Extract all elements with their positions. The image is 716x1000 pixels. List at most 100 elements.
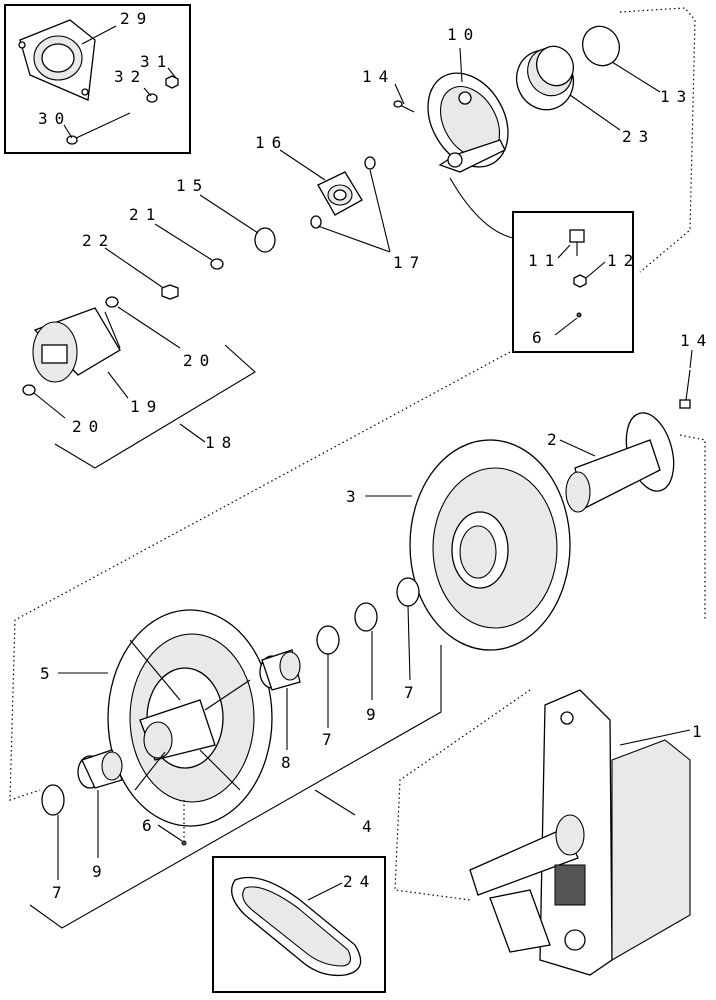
leader-4 xyxy=(314,789,356,816)
callout-32: 32 xyxy=(114,67,147,86)
part-31-nut xyxy=(165,75,179,89)
callout-2: 2 xyxy=(547,430,564,449)
callout-23: 23 xyxy=(622,127,655,146)
part-7-ring-c xyxy=(41,784,65,816)
part-5-pulley-half xyxy=(107,609,273,827)
leader-6a xyxy=(554,317,578,336)
leader-24 xyxy=(307,882,343,901)
callout-8: 8 xyxy=(281,753,298,772)
leader-22 xyxy=(104,247,163,288)
part-20-plug-lower xyxy=(22,384,36,396)
callout-7: 7 xyxy=(322,730,339,749)
part-16-bearing xyxy=(317,171,363,216)
part-6-pin-lower xyxy=(181,840,187,846)
callout-19: 19 xyxy=(130,397,163,416)
callout-14: 14 xyxy=(362,67,395,86)
callout-20: 20 xyxy=(72,417,105,436)
leader-2 xyxy=(559,439,596,457)
callout-20: 20 xyxy=(183,351,216,370)
part-8-bushing xyxy=(259,649,301,691)
callout-9: 9 xyxy=(92,862,109,881)
part-10-bracket xyxy=(427,72,509,173)
part-22-nut xyxy=(161,284,179,300)
part-12-nut xyxy=(573,274,587,288)
leader-13 xyxy=(611,61,661,93)
callout-6: 6 xyxy=(532,328,549,347)
inset-box-11-12-6 xyxy=(512,211,634,353)
leader-15 xyxy=(199,194,259,234)
part-7-ring-b xyxy=(396,577,420,607)
part-29-plate xyxy=(18,19,96,101)
callout-6: 6 xyxy=(142,816,159,835)
callout-9: 9 xyxy=(366,705,383,724)
part-1-gearbox xyxy=(469,689,691,976)
leader-17 xyxy=(317,169,391,253)
part-13-ring xyxy=(581,25,621,67)
callout-13: 13 xyxy=(660,87,693,106)
leader-1 xyxy=(619,729,691,746)
part-2-shaft xyxy=(565,412,675,513)
leader-16 xyxy=(279,149,326,181)
leader-30 xyxy=(63,124,73,139)
leader-11 xyxy=(557,244,571,259)
leader-21 xyxy=(154,223,213,261)
leader-20b xyxy=(33,392,66,419)
part-19-hub xyxy=(32,307,121,383)
callout-18: 18 xyxy=(205,433,238,452)
part-32-washer xyxy=(146,93,158,103)
callout-14: 14 xyxy=(680,331,713,350)
assembly-line-gearbox xyxy=(394,689,531,901)
callout-15: 15 xyxy=(176,176,209,195)
callout-7: 7 xyxy=(404,683,421,702)
callout-17: 17 xyxy=(393,253,426,272)
part-7-ring-a xyxy=(316,625,340,655)
callout-24: 24 xyxy=(343,872,376,891)
callout-30: 30 xyxy=(38,109,71,128)
part-9-bushing-b xyxy=(77,749,123,789)
callout-3: 3 xyxy=(346,487,363,506)
inset-box-24 xyxy=(212,856,386,993)
part-9-ring-a xyxy=(354,602,378,632)
leader-7b xyxy=(407,605,411,681)
leader-18 xyxy=(179,423,206,443)
leader-19 xyxy=(107,371,129,399)
callout-7: 7 xyxy=(52,883,69,902)
part-24-belt xyxy=(231,876,362,977)
part-21-washer xyxy=(210,258,224,270)
callout-29: 29 xyxy=(120,9,153,28)
callout-16: 16 xyxy=(255,133,288,152)
leader-29 xyxy=(81,25,117,45)
callout-12: 12 xyxy=(607,251,640,270)
part-14-screw-right xyxy=(679,369,691,409)
inset-box-29-32 xyxy=(4,4,191,154)
callout-4: 4 xyxy=(362,817,379,836)
leader-31 xyxy=(167,67,177,79)
callout-11: 11 xyxy=(528,251,561,270)
inset-connector xyxy=(449,177,514,239)
part-20-plug-upper xyxy=(105,296,119,308)
leader-20a xyxy=(117,306,181,349)
callout-22: 22 xyxy=(82,231,115,250)
assembly-line-right xyxy=(679,434,706,620)
leader-14a xyxy=(394,83,405,105)
part-14-screw-upper xyxy=(393,100,415,113)
part-30-bolt xyxy=(66,112,131,145)
assembly-line-left xyxy=(9,351,511,801)
leader-10 xyxy=(459,47,463,83)
callout-1: 1 xyxy=(692,722,709,741)
callout-31: 31 xyxy=(140,52,173,71)
part-15-snap-ring xyxy=(254,227,276,253)
leader-23 xyxy=(569,94,621,131)
callout-21: 21 xyxy=(129,205,162,224)
callout-10: 10 xyxy=(447,25,480,44)
part-6-pin-inset xyxy=(576,312,582,318)
part-11-capscrew xyxy=(569,229,585,256)
leader-12 xyxy=(585,261,606,279)
leader-32 xyxy=(143,87,152,97)
part-17-fittings xyxy=(310,156,376,229)
part-23-spring xyxy=(515,45,575,111)
leader-14b xyxy=(689,349,693,369)
part-3-pulley-half xyxy=(409,439,571,651)
